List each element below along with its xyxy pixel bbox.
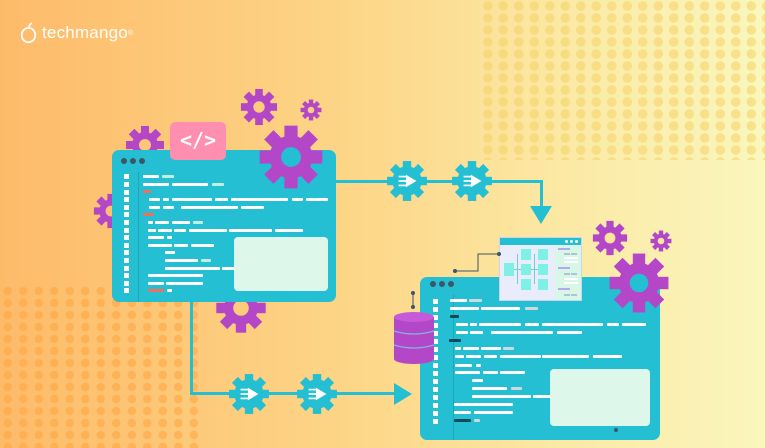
preview-panel bbox=[234, 237, 328, 291]
gear-icon bbox=[592, 220, 628, 256]
mango-icon bbox=[20, 22, 37, 44]
gear-icon bbox=[609, 253, 669, 313]
arrow-down-icon bbox=[530, 206, 552, 224]
indicator-dot bbox=[614, 428, 618, 432]
brand-name-tech: tech bbox=[42, 23, 75, 42]
process-gear-icon bbox=[387, 161, 427, 201]
flow-connector bbox=[453, 252, 501, 273]
brand-name-mango: mango bbox=[74, 23, 128, 42]
connector-left-down bbox=[190, 300, 193, 395]
connector-bottom bbox=[190, 392, 398, 395]
flowchart-sidebar bbox=[555, 245, 581, 300]
connector-top-down bbox=[540, 180, 543, 210]
preview-panel bbox=[550, 369, 650, 426]
gear-icon bbox=[259, 125, 323, 189]
process-gear-icon bbox=[229, 374, 269, 414]
process-gear-icon bbox=[297, 374, 337, 414]
target-code-window bbox=[420, 277, 660, 440]
flowchart-preview-window bbox=[499, 237, 582, 301]
flowchart-titlebar bbox=[500, 238, 581, 245]
process-gear-icon bbox=[452, 161, 492, 201]
registered-mark: ® bbox=[127, 29, 134, 37]
gear-icon bbox=[300, 99, 322, 121]
halftone-pattern-top-right bbox=[480, 0, 765, 160]
arrow-right-icon bbox=[394, 383, 412, 405]
database-icon bbox=[393, 312, 435, 364]
line-gutter bbox=[453, 295, 454, 440]
line-gutter bbox=[138, 172, 139, 302]
halftone-pattern-bottom-left bbox=[0, 285, 200, 448]
code-tag-badge: </> bbox=[170, 122, 226, 160]
db-connector bbox=[411, 291, 415, 309]
connector-top bbox=[336, 180, 542, 183]
window-controls bbox=[430, 281, 454, 287]
gear-icon bbox=[650, 230, 672, 252]
window-controls bbox=[121, 158, 145, 164]
gear-icon bbox=[240, 88, 278, 126]
